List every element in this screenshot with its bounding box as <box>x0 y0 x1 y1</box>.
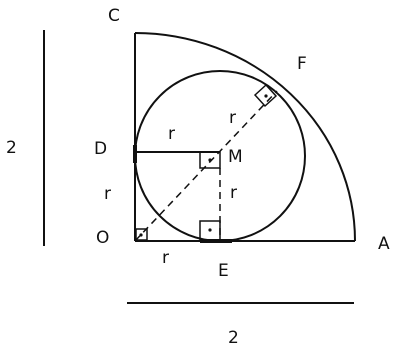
dashed-diagonal-of <box>134 90 278 242</box>
label-point-f: F <box>297 54 307 74</box>
right-angle-marker-m <box>199 151 221 169</box>
label-radius-me: r <box>230 183 237 203</box>
label-radius-od: r <box>104 184 111 204</box>
right-angle-dot-f <box>264 94 268 98</box>
right-angle-dot-e <box>208 228 212 232</box>
right-angle-marker-o <box>135 228 148 241</box>
label-point-o: O <box>96 228 109 248</box>
quarter-circle-arc <box>134 32 356 242</box>
right-angle-marker-f <box>253 83 278 108</box>
right-angle-dot-m <box>208 158 212 162</box>
label-dimension-horizontal: 2 <box>228 328 239 348</box>
label-dimension-vertical: 2 <box>6 138 17 158</box>
label-point-c: C <box>108 6 120 26</box>
label-point-m: M <box>228 147 243 167</box>
label-radius-mf: r <box>229 108 236 128</box>
label-point-e: E <box>218 261 229 281</box>
label-radius-oe: r <box>162 248 169 268</box>
label-point-d: D <box>94 139 107 159</box>
label-point-a: A <box>378 234 390 254</box>
right-angle-marker-e <box>199 220 221 241</box>
right-angle-dot-o <box>139 233 143 237</box>
label-radius-dm: r <box>168 124 175 144</box>
